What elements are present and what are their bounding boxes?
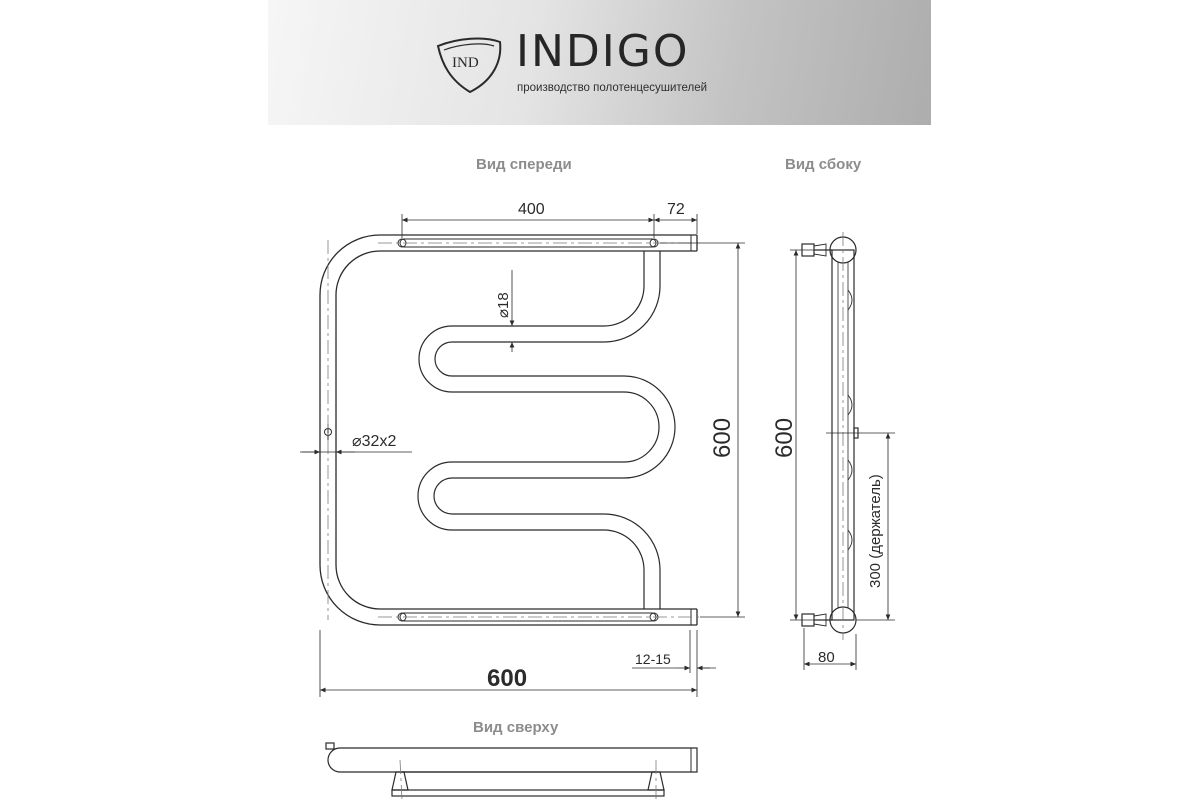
side-view-title: Вид сбоку (785, 156, 862, 173)
dim-front-width-top: 400 (518, 201, 545, 218)
logo-icon: IND (436, 37, 502, 94)
dim-holder-spacing-value: 300 (держатель) (867, 474, 884, 588)
front-view-serpentine-pipe (417, 251, 676, 609)
front-view-dimensions (300, 214, 745, 697)
dim-front-height: 600 (709, 418, 736, 458)
dim-tube-small-diameter-value: 18 (495, 292, 512, 309)
dim-front-offset: 72 (667, 201, 685, 218)
front-view-holders (324, 238, 659, 622)
dim-tube-main-diameter-value: 32x2 (362, 433, 397, 450)
top-view-title: Вид сверху (473, 719, 559, 736)
dim-side-height: 600 (771, 418, 798, 458)
dim-tube-small-diameter: ⌀18 (495, 292, 512, 318)
dim-wall-gap: 12-15 (635, 651, 671, 667)
dim-front-width-total: 600 (487, 665, 527, 692)
svg-text:⌀18: ⌀18 (495, 292, 512, 318)
dim-side-depth: 80 (818, 649, 835, 666)
brand-name: INDIGO (516, 26, 690, 77)
brand-banner: IND INDIGO производство полотенцесушител… (268, 0, 931, 125)
front-view-title: Вид спереди (476, 156, 572, 173)
brand-tagline: производство полотенцесушителей (517, 82, 708, 94)
side-view-dimensions (790, 249, 895, 670)
dim-holder-spacing: 300 (держатель) (867, 474, 884, 588)
top-view-center-lines (399, 759, 657, 800)
side-view (801, 236, 859, 634)
front-view-center-lines (327, 240, 700, 620)
logo-mark-text: IND (452, 55, 479, 71)
dim-side-height-value: 600 (771, 418, 798, 458)
dim-tube-main-diameter: ⌀32x2 (352, 433, 396, 450)
dim-front-height-value: 600 (709, 418, 736, 458)
top-view (325, 742, 698, 797)
